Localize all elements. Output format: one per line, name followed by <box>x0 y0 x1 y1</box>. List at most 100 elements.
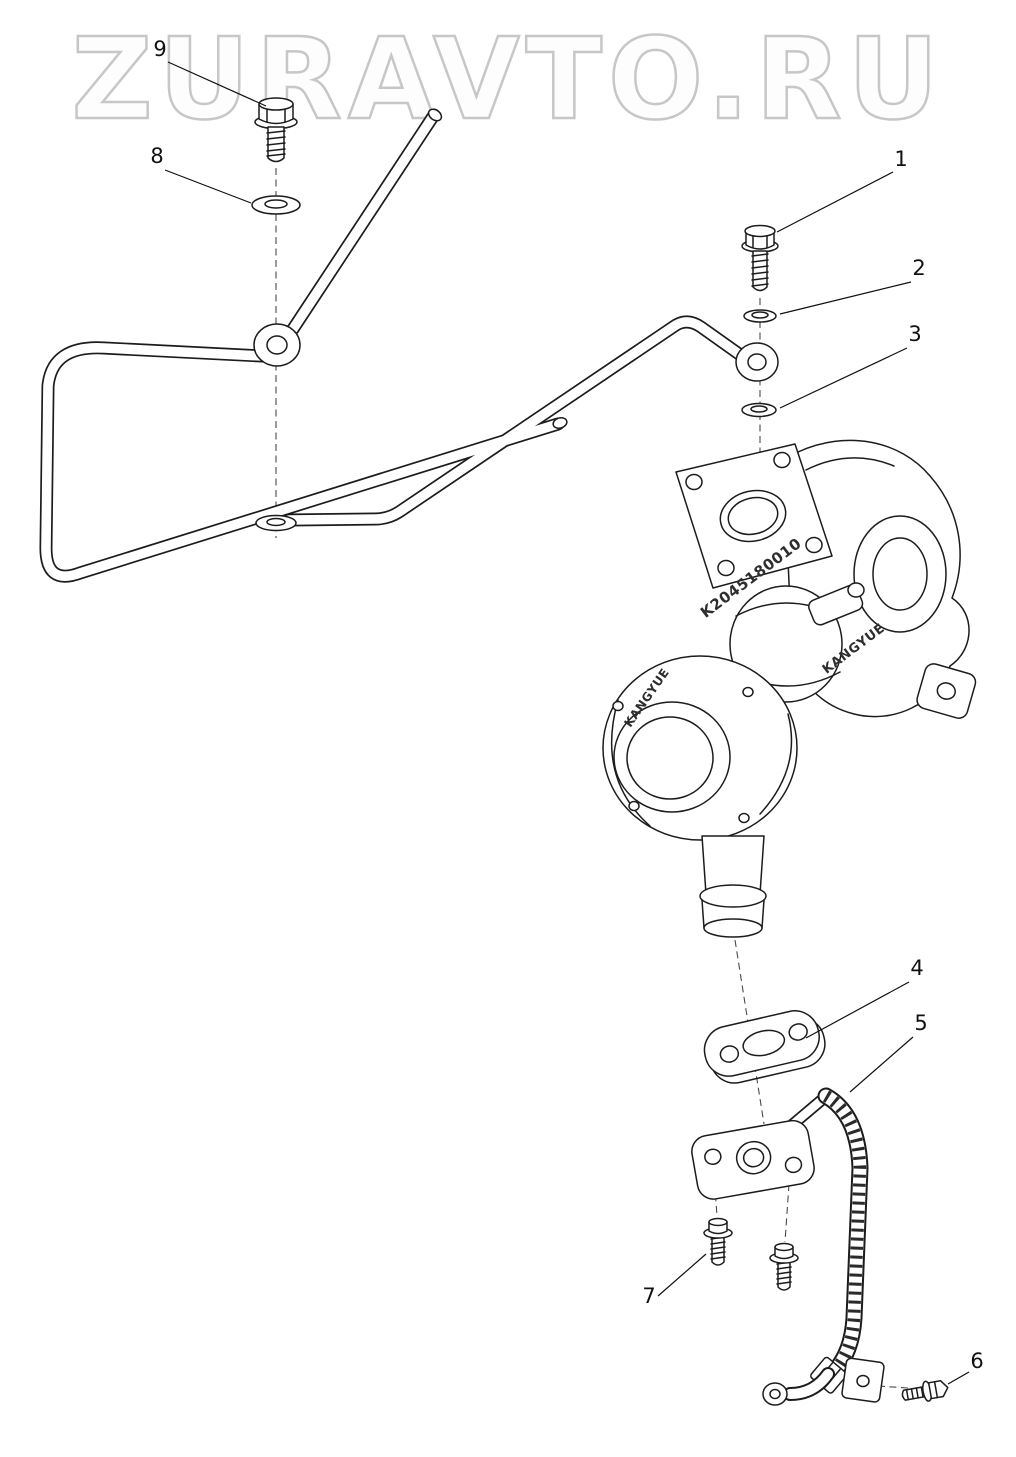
callout-label: 6 <box>970 1349 983 1373</box>
housing-bolt <box>738 812 750 824</box>
centerline-bolt-6 <box>877 1385 909 1389</box>
leader-line <box>776 171 894 233</box>
leader-line <box>779 347 908 409</box>
callout-label: 9 <box>153 37 166 61</box>
drain-neck-bead <box>699 884 767 908</box>
banjo-bolt-1 <box>741 224 779 292</box>
leader-line <box>805 981 910 1039</box>
housing-bolt <box>742 686 754 698</box>
callout-6: 6 <box>947 1349 984 1385</box>
flange-hole <box>936 682 956 700</box>
banjo-bolt-9 <box>254 97 298 163</box>
bolt-6 <box>901 1379 949 1402</box>
banjo-eye-hole <box>266 335 288 355</box>
callout-label: 5 <box>914 1011 927 1035</box>
centerline-bolt-7b <box>784 1183 790 1243</box>
callout-4: 4 <box>805 956 924 1039</box>
housing-bolt <box>628 800 640 812</box>
flange-hole <box>784 1156 803 1174</box>
flange-hole <box>704 1148 722 1166</box>
flange-hole <box>717 559 735 577</box>
callouts: 9 8 1 2 3 4 5 7 <box>150 37 984 1385</box>
elbow <box>785 1369 833 1399</box>
leader-line <box>779 281 912 315</box>
callout-7: 7 <box>642 1253 707 1308</box>
gasket-hole <box>719 1045 740 1063</box>
oil-return-pipe <box>691 1087 885 1406</box>
bolt-7b <box>769 1242 799 1291</box>
flange-hole <box>685 473 703 491</box>
leader-line <box>947 1371 970 1385</box>
turbine-casting-line <box>805 457 895 471</box>
callout-3: 3 <box>779 322 922 409</box>
callout-9: 9 <box>153 37 267 107</box>
actuator-pin <box>847 582 865 598</box>
bracket-hole <box>856 1374 870 1388</box>
oil-supply-pipes <box>39 108 779 583</box>
callout-2: 2 <box>779 256 926 315</box>
bolt-head-facet <box>933 1381 939 1399</box>
callout-label: 1 <box>894 147 907 171</box>
leader-line <box>657 1253 707 1297</box>
leader-line <box>164 169 252 204</box>
pipe-right <box>284 317 744 525</box>
hose-corrugations <box>822 1090 867 1377</box>
callout-5: 5 <box>849 1011 928 1093</box>
bolt-head-top <box>774 1242 794 1252</box>
gasket-hole <box>788 1023 808 1041</box>
callout-1: 1 <box>776 147 908 233</box>
washer-hole <box>264 199 288 209</box>
pipe-loop <box>41 343 563 581</box>
compressor-volute-seam <box>759 713 793 815</box>
washer-3 <box>741 402 777 418</box>
compressor-inlet-bore <box>626 716 714 800</box>
bolt-head <box>927 1379 949 1400</box>
turbine-housing-ring-inner <box>872 537 928 611</box>
housing-bolt <box>612 700 624 712</box>
watermark: ZURAVTO.RU <box>70 14 944 147</box>
banjo-fitting-left <box>253 323 301 367</box>
return-pipe-flange <box>691 1119 815 1200</box>
washer-hole <box>266 517 286 527</box>
washer-hole <box>751 311 769 319</box>
centerlines <box>275 168 909 1389</box>
flange-opening <box>719 489 787 543</box>
drain-neck-mouth <box>703 918 763 938</box>
bolt-threads <box>751 253 769 287</box>
flange-hole <box>805 536 823 554</box>
drain-neck-sides <box>701 899 765 929</box>
leader-line <box>167 61 267 107</box>
oil-drain-gasket <box>703 1010 826 1084</box>
washer-8 <box>251 195 301 215</box>
bolt-head-top <box>708 1217 728 1227</box>
callout-label: 3 <box>908 322 921 346</box>
turbine-outlet-flange <box>916 663 977 719</box>
turbine-housing-ring <box>853 515 947 633</box>
bolt-threads <box>266 130 286 157</box>
banjo-eye-hole <box>747 353 767 371</box>
watermark-text: ZURAVTO.RU <box>71 15 944 145</box>
leader-line <box>849 1036 914 1093</box>
elbow-end-bore <box>769 1388 781 1400</box>
turbocharger: K2045180010 KANGYUE KANGYUE <box>602 439 977 938</box>
banjo-fitting-right <box>735 342 779 382</box>
bolt-threads <box>905 1386 924 1401</box>
pipe-end-cap-top <box>427 108 443 122</box>
pipe-end-cap-mid <box>552 417 568 429</box>
callout-8: 8 <box>150 144 252 204</box>
boss-bore <box>742 1147 765 1168</box>
pipe-upper-segment <box>288 110 439 334</box>
gasket-slot <box>742 1029 786 1057</box>
bolt-head-top <box>258 97 294 111</box>
opening-inner <box>727 496 779 536</box>
bolt-head-top <box>744 224 776 238</box>
callout-label: 4 <box>910 956 923 980</box>
callout-label: 7 <box>642 1284 655 1308</box>
bolt-7a <box>703 1217 733 1266</box>
washer-lower-left <box>255 514 297 532</box>
washer-hole <box>750 405 768 413</box>
washer-2 <box>743 309 777 323</box>
callout-label: 2 <box>912 256 925 280</box>
